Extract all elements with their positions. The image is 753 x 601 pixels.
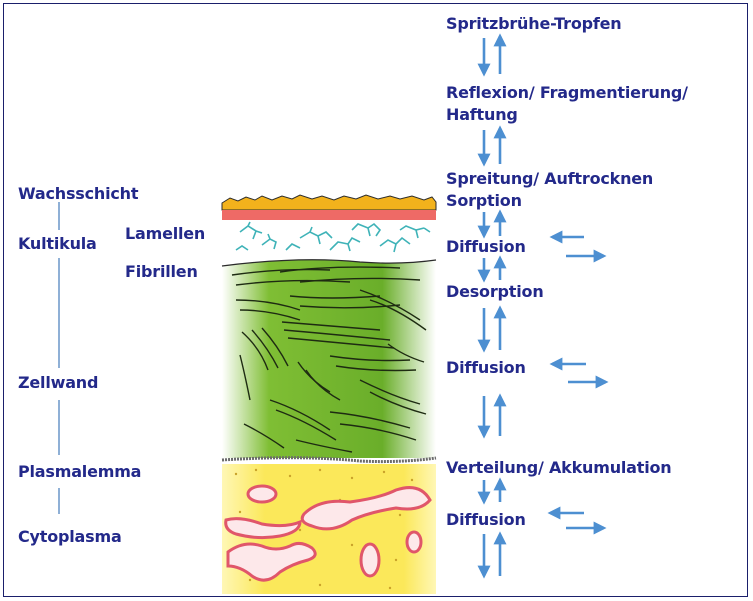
wax-layer (222, 195, 436, 210)
plasmalemma-line (222, 458, 436, 462)
cuticle-band (222, 210, 436, 220)
transport-arrows (484, 36, 606, 576)
cytoplasm-layer (222, 464, 436, 594)
lamellae-layer (236, 222, 430, 252)
cell-wall-layer (222, 260, 436, 458)
